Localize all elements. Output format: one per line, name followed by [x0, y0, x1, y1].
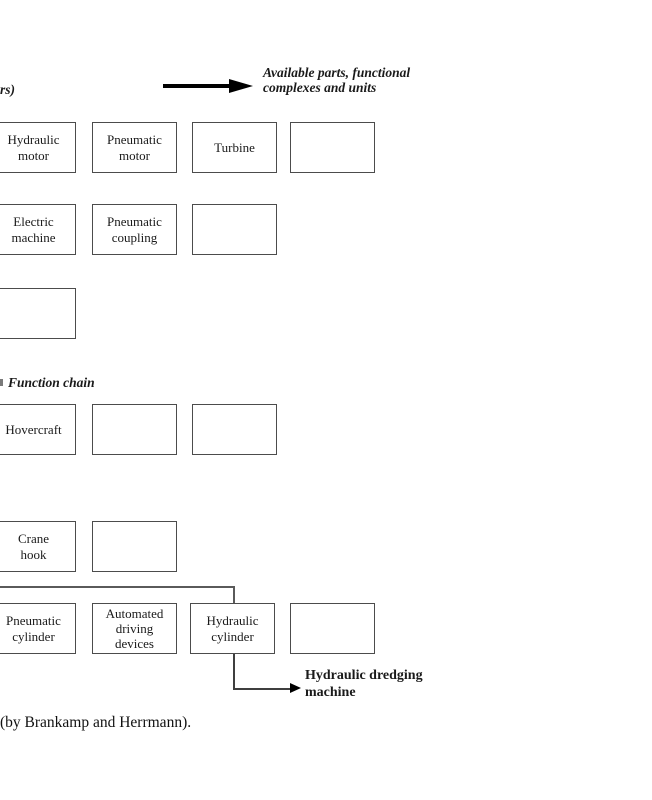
result-arrow-vertical-line — [233, 654, 235, 689]
box-pneumatic-motor: Pneumatic motor — [92, 122, 177, 173]
result-arrow-label: Hydraulic dredging machine — [305, 668, 423, 700]
box-empty-row2 — [192, 204, 277, 255]
box-crane-hook: Crane hook — [0, 521, 76, 572]
box-label: Electric machine — [11, 214, 56, 245]
box-label: Crane hook — [17, 531, 50, 562]
box-automated-driving-devices: Automated driving devices — [92, 603, 177, 654]
box-empty-row4a — [92, 404, 177, 455]
box-electric-machine: Electric machine — [0, 204, 76, 255]
box-label: Automated driving devices — [105, 605, 164, 652]
box-label: Pneumatic coupling — [107, 214, 162, 245]
connector-horizontal-line — [0, 586, 234, 588]
box-hydraulic-cylinder: Hydraulic cylinder — [190, 603, 275, 654]
box-hovercraft: Hovercraft — [0, 404, 76, 455]
box-turbine: Turbine — [192, 122, 277, 173]
box-label: Turbine — [214, 139, 255, 155]
box-hydraulic-motor: Hydraulic motor — [0, 122, 76, 173]
box-label: Hydraulic motor — [7, 132, 60, 163]
cropped-left-label: rs) — [0, 82, 16, 97]
box-label: Hovercraft — [5, 421, 62, 437]
top-arrow-shaft — [163, 84, 230, 88]
top-arrow-head-icon — [229, 79, 253, 93]
connector-vertical-line-top — [233, 586, 235, 604]
box-empty-row1 — [290, 122, 375, 173]
box-empty-row4b — [192, 404, 277, 455]
box-empty-row5 — [92, 521, 177, 572]
box-empty-row6 — [290, 603, 375, 654]
box-empty-row3 — [0, 288, 76, 339]
figure-caption: (by Brankamp and Herrmann). — [0, 714, 192, 731]
box-label: Pneumatic cylinder — [6, 613, 61, 644]
box-label: Pneumatic motor — [107, 132, 162, 163]
box-pneumatic-cylinder: Pneumatic cylinder — [0, 603, 76, 654]
box-label: Hydraulic cylinder — [206, 613, 259, 644]
result-arrow-head-icon — [290, 683, 301, 693]
cropped-arrow-fragment — [0, 379, 3, 386]
function-chain-label: Function chain — [8, 375, 95, 390]
box-pneumatic-coupling: Pneumatic coupling — [92, 204, 177, 255]
result-arrow-shaft — [233, 688, 291, 690]
top-arrow-label: Available parts, functional complexes an… — [263, 65, 411, 95]
